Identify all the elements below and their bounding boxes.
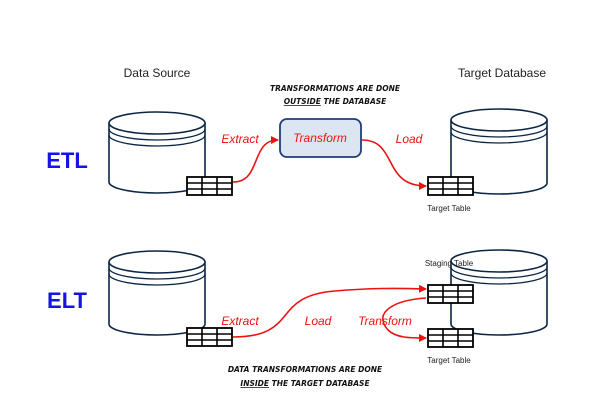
elt-source-database-icon (108, 250, 206, 336)
data-source-header: Data Source (124, 66, 191, 80)
etl-load-label: Load (396, 132, 423, 146)
elt-transform-label: Transform (358, 314, 412, 328)
elt-target-database-icon (450, 249, 548, 336)
elt-target-table-label: Target Table (427, 356, 471, 365)
elt-load-label: Load (305, 314, 332, 328)
etl-note-line1: TRANSFORMATIONS ARE DONE (270, 84, 401, 93)
etl-target-table-icon (427, 176, 474, 196)
etl-transform-label: Transform (293, 131, 347, 145)
elt-staging-table-label: Staging Table (425, 259, 474, 268)
elt-source-table-icon (186, 327, 233, 347)
etl-source-table-icon (186, 176, 233, 196)
etl-extract-label: Extract (221, 132, 259, 146)
elt-extract-load-arrow (232, 284, 427, 338)
elt-label: ELT (47, 288, 87, 313)
target-database-header: Target Database (458, 66, 546, 80)
elt-staging-table-icon (427, 284, 474, 304)
elt-note-line1: DATA TRANSFORMATIONS ARE DONE (228, 365, 383, 374)
etl-source-database-icon (108, 111, 206, 194)
elt-transform-arrow (382, 297, 427, 342)
etl-extract-arrow (232, 136, 279, 183)
etl-load-arrow (361, 139, 427, 190)
etl-label: ETL (46, 148, 88, 173)
etl-target-table-label: Target Table (427, 204, 471, 213)
etl-note-line2: OUTSIDE THE DATABASE (284, 97, 387, 106)
etl-transform-box (279, 118, 362, 158)
elt-extract-label: Extract (221, 314, 259, 328)
elt-note-line2: INSIDE THE TARGET DATABASE (240, 379, 370, 388)
elt-target-table-icon (427, 328, 474, 348)
